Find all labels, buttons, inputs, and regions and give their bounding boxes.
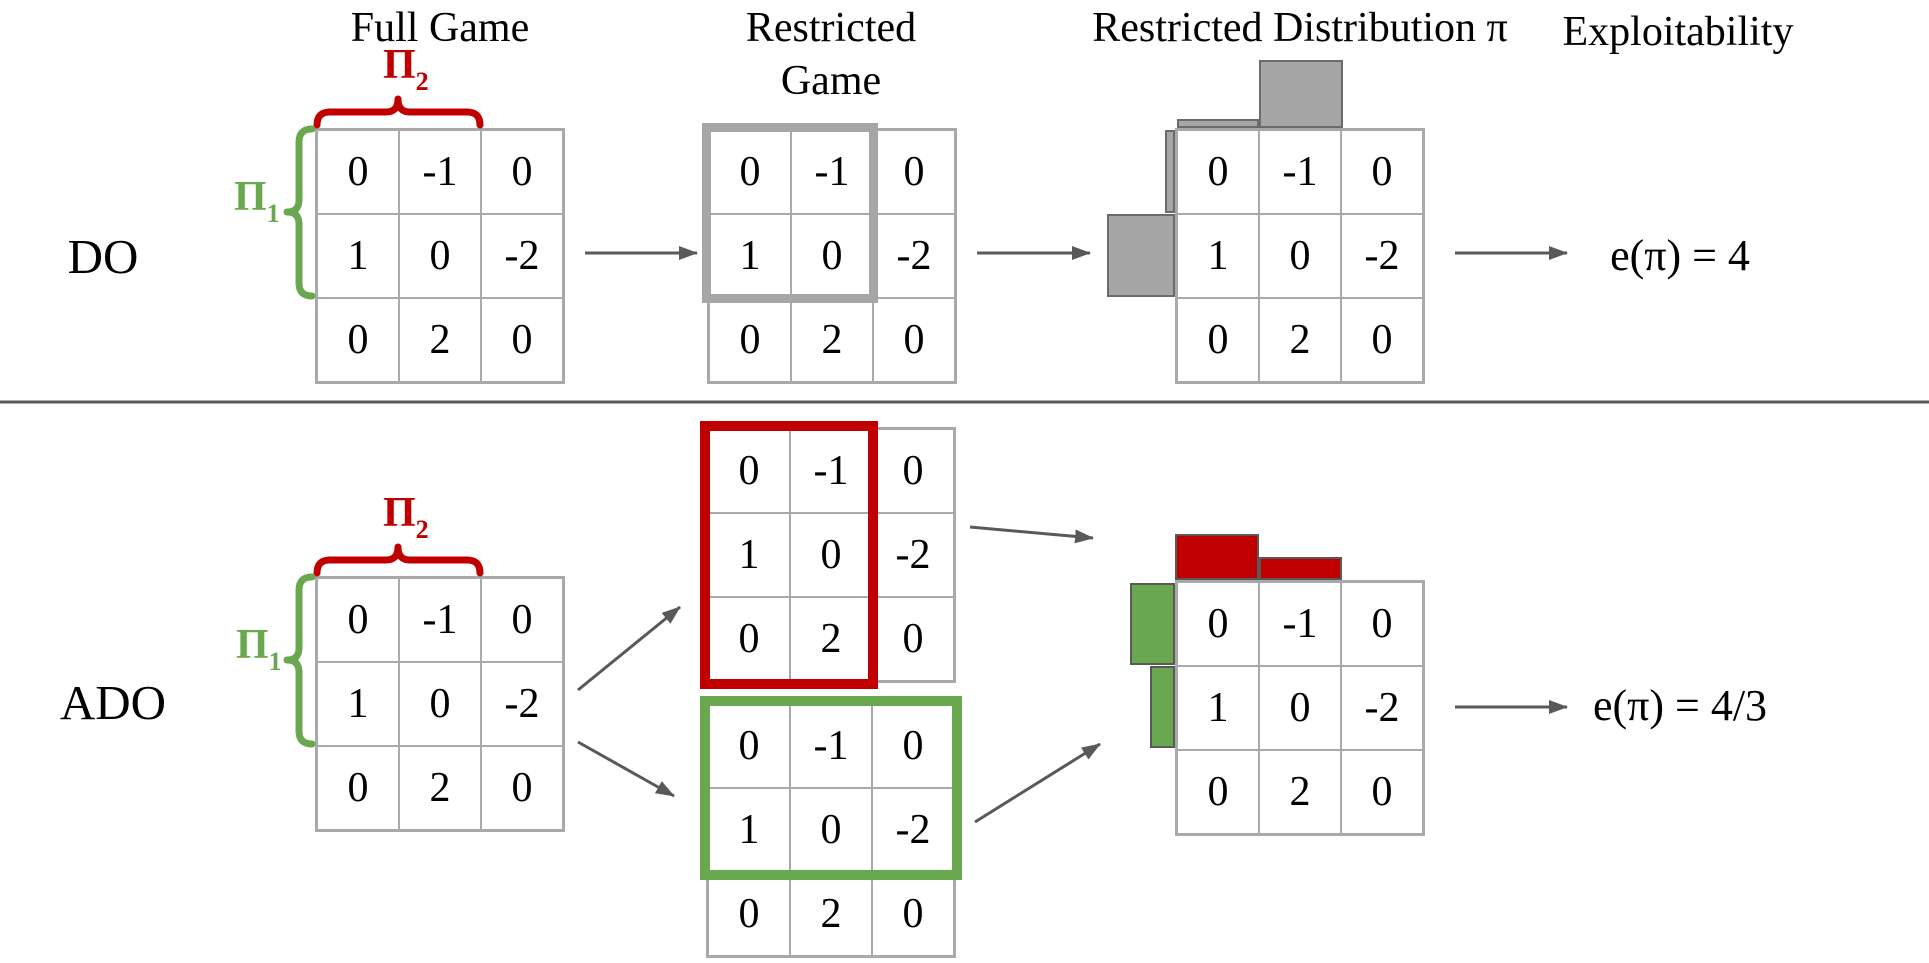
matrix-cell: 0 — [1259, 666, 1341, 750]
matrix-cell: 1 — [1177, 214, 1259, 298]
matrix-cell: -2 — [481, 662, 563, 746]
pi2-base: Π — [383, 42, 416, 88]
matrix-cell: -1 — [1259, 582, 1341, 666]
header-exploitability: Exploitability — [1562, 9, 1794, 55]
matrix-cell: 0 — [1259, 214, 1341, 298]
matrix-cell: 0 — [1341, 582, 1423, 666]
pi1-label-do: Π1 — [234, 176, 280, 227]
ado-dist-col2-bar — [1259, 557, 1342, 580]
matrix-cell: 0 — [1177, 582, 1259, 666]
matrix-cell: 1 — [317, 662, 399, 746]
matrix-cell: 0 — [1177, 298, 1259, 382]
matrix-cell: 0 — [1177, 130, 1259, 214]
do-restricted-selection-box — [702, 123, 878, 303]
matrix-cell: 2 — [1259, 298, 1341, 382]
matrix-cell: -1 — [791, 130, 873, 214]
pi1-brace-ado — [283, 573, 316, 748]
pi1-subscript: 1 — [266, 199, 280, 228]
matrix-cell: 0 — [317, 130, 399, 214]
matrix-cell: 0 — [317, 578, 399, 662]
matrix-cell: 0 — [481, 298, 563, 382]
matrix-cell: 0 — [481, 130, 563, 214]
matrix-cell: 2 — [791, 298, 873, 382]
matrix-cell: 0 — [708, 872, 790, 956]
matrix-cell: 2 — [1259, 750, 1341, 834]
pi1-brace-do — [283, 125, 316, 300]
matrix-cell: -2 — [1341, 214, 1423, 298]
ado-restricted-selection-box-red — [700, 421, 878, 689]
ado-dist-row2-bar — [1150, 666, 1175, 748]
matrix-cell: 0 — [873, 298, 955, 382]
matrix-cell: 0 — [872, 429, 954, 513]
header-restricted-game: Restricted Game — [706, 2, 956, 108]
arrow-ado-red-to-distribution — [969, 525, 1094, 544]
matrix-cell: 2 — [790, 872, 872, 956]
do-exploitability-value: e(π) = 4 — [1610, 231, 1750, 280]
matrix-cell: -1 — [790, 704, 872, 788]
matrix-cell: 0 — [872, 872, 954, 956]
matrix-cell: 0 — [1341, 298, 1423, 382]
matrix-cell: 1 — [1177, 666, 1259, 750]
header-full-game: Full Game — [350, 5, 530, 51]
ado-restricted-selection-box-green — [700, 696, 962, 880]
pi2-base: Π — [383, 490, 416, 536]
ado-dist-col1-bar — [1175, 534, 1259, 580]
do-dist-col2-bar — [1259, 60, 1343, 128]
pi2-subscript: 2 — [415, 515, 429, 544]
ado-dist-row1-bar — [1130, 583, 1175, 665]
matrix-cell: 0 — [399, 214, 481, 298]
matrix-cell: 0 — [481, 746, 563, 830]
matrix-cell: 0 — [1341, 130, 1423, 214]
row-label-do: DO — [67, 229, 139, 284]
arrow-ado-full-to-green-restricted — [577, 740, 675, 798]
matrix-cell: -1 — [790, 429, 872, 513]
ado-exploitability-value: e(π) = 4/3 — [1592, 681, 1768, 730]
pi1-label-ado: Π1 — [236, 624, 282, 675]
matrix-cell: -1 — [399, 130, 481, 214]
header-restricted-game-line1: Restricted — [745, 5, 917, 51]
arrow-ado-green-to-distribution — [974, 742, 1101, 824]
matrix-cell: -1 — [1259, 130, 1341, 214]
matrix-cell: 1 — [317, 214, 399, 298]
header-restricted-game-line2: Game — [780, 58, 882, 104]
matrix-cell: 0 — [1341, 750, 1423, 834]
matrix-cell: 0 — [873, 130, 955, 214]
pi2-brace-do — [313, 95, 484, 129]
arrow-ado-full-to-red-restricted — [577, 605, 681, 692]
matrix-cell: -2 — [1341, 666, 1423, 750]
pi1-subscript: 1 — [268, 647, 282, 676]
pi2-brace-ado — [313, 543, 484, 577]
matrix-cell: 0 — [872, 597, 954, 681]
matrix-cell: 2 — [399, 746, 481, 830]
matrix-cell: 2 — [399, 298, 481, 382]
do-dist-col1-bar — [1177, 119, 1259, 128]
pi2-label-do: Π2 — [383, 44, 429, 95]
matrix-cell: 0 — [317, 746, 399, 830]
matrix-cell: -2 — [872, 513, 954, 597]
do-dist-row1-bar — [1165, 130, 1175, 213]
matrix-cell: 0 — [709, 298, 791, 382]
pi1-base: Π — [236, 622, 269, 668]
matrix-cell: -2 — [481, 214, 563, 298]
matrix-cell: -2 — [872, 788, 954, 872]
header-restricted-distribution: Restricted Distribution π — [1092, 5, 1508, 51]
do-dist-row2-bar — [1107, 214, 1175, 297]
matrix-cell: -2 — [873, 214, 955, 298]
pi2-label-ado: Π2 — [383, 492, 429, 543]
matrix-cell: 0 — [1177, 750, 1259, 834]
row-label-ado: ADO — [59, 675, 167, 730]
matrix-cell: 0 — [317, 298, 399, 382]
matrix-cell: 0 — [399, 662, 481, 746]
pi2-subscript: 2 — [415, 67, 429, 96]
matrix-cell: -1 — [399, 578, 481, 662]
pi1-base: Π — [234, 174, 267, 220]
matrix-cell: 0 — [481, 578, 563, 662]
